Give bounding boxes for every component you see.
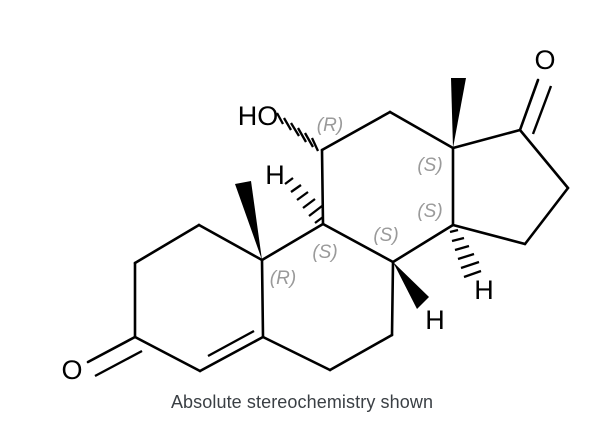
methyl-c10-wedge	[235, 181, 262, 260]
hydrogen-c14-label: H	[474, 275, 494, 305]
stereo-label-c9: (S)	[312, 242, 337, 263]
stereo-descriptor-labels: (R) (S) (S) (S) (S) (R)	[270, 115, 443, 289]
bond-c17-oxygen	[518, 78, 540, 132]
hydrogen-c8-wedge	[393, 262, 429, 309]
stereo-label-c13: (S)	[417, 155, 442, 176]
bond-c3-oxygen-double-inner	[94, 349, 143, 378]
bond-c8-c9	[321, 222, 395, 264]
bond-c9-c11	[320, 148, 325, 226]
bond-c9-c10	[260, 222, 325, 262]
stereo-label-c14: (S)	[417, 201, 442, 222]
hydroxyl-c11-hash	[275, 112, 320, 152]
ketone-oxygen-a-ring-label: O	[61, 355, 82, 385]
bond-c15-c14	[451, 223, 527, 246]
bond-c17-c16	[518, 128, 570, 190]
hydrogen-c9-label: H	[265, 160, 285, 190]
bond-c13-c17	[451, 128, 522, 150]
ring-d	[451, 78, 570, 246]
stereo-label-c8: (S)	[373, 225, 398, 246]
ketone-oxygen-d-ring-label: O	[534, 45, 555, 75]
bond-c10-c1	[197, 223, 264, 262]
bond-c6-c7	[328, 333, 394, 372]
bond-c12-c13	[388, 110, 455, 150]
hydroxyl-label: HO	[238, 101, 279, 131]
figure-caption: Absolute stereochemistry shown	[170, 392, 434, 412]
hydrogen-c8-label: H	[425, 305, 445, 335]
hydrogen-c9-hash	[284, 177, 324, 224]
bond-c7-c8	[390, 260, 395, 337]
bond-c16-c15	[523, 186, 570, 246]
bond-c5-c10	[260, 258, 265, 339]
bond-c11-c12	[320, 110, 392, 152]
atom-labels: HO O O H H H	[61, 45, 555, 385]
bond-c3-oxygen	[86, 335, 137, 364]
methyl-c13-wedge	[451, 78, 466, 148]
stereo-label-c10: (R)	[270, 268, 296, 289]
stereo-wedges	[235, 78, 466, 309]
bond-c14-c8	[391, 223, 455, 264]
ring-b	[260, 222, 395, 372]
bond-c17-oxygen-double-inner	[531, 85, 553, 135]
bond-c4-c5	[198, 335, 265, 373]
bond-c4-c5-double-inner	[207, 329, 255, 358]
hydrogen-c14-hash	[449, 228, 482, 279]
stereo-label-c11: (R)	[317, 115, 343, 136]
bond-c1-c2	[133, 223, 201, 265]
ring-a	[86, 223, 265, 378]
bond-c5-c6	[261, 335, 332, 372]
ring-c	[320, 110, 455, 264]
stereo-hashes	[275, 112, 482, 279]
bond-c3-c4	[133, 335, 202, 373]
